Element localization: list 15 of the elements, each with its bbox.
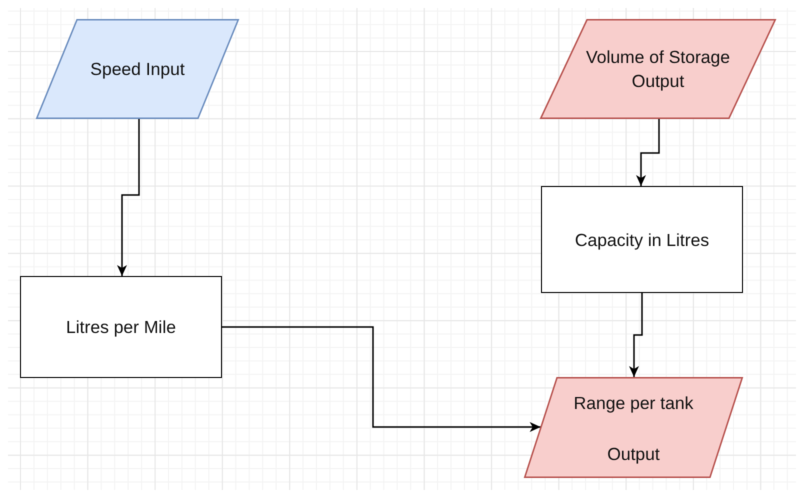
data-parallelogram [540, 19, 776, 119]
arrow [629, 293, 643, 377]
node-label: Capacity in Litres [574, 228, 710, 252]
node-label: Volume of Storage Output [585, 46, 731, 93]
process-box [20, 276, 222, 378]
data-parallelogram [524, 377, 743, 478]
node-label: Output [607, 443, 660, 466]
data-parallelogram [36, 19, 239, 119]
node-label: Litres per Mile [66, 316, 176, 339]
arrow [222, 326, 541, 432]
arrow [636, 119, 660, 186]
node-label: Speed Input [90, 58, 185, 81]
arrow [117, 119, 140, 276]
node-label: Range per tank [574, 392, 694, 415]
process-box [541, 186, 743, 293]
